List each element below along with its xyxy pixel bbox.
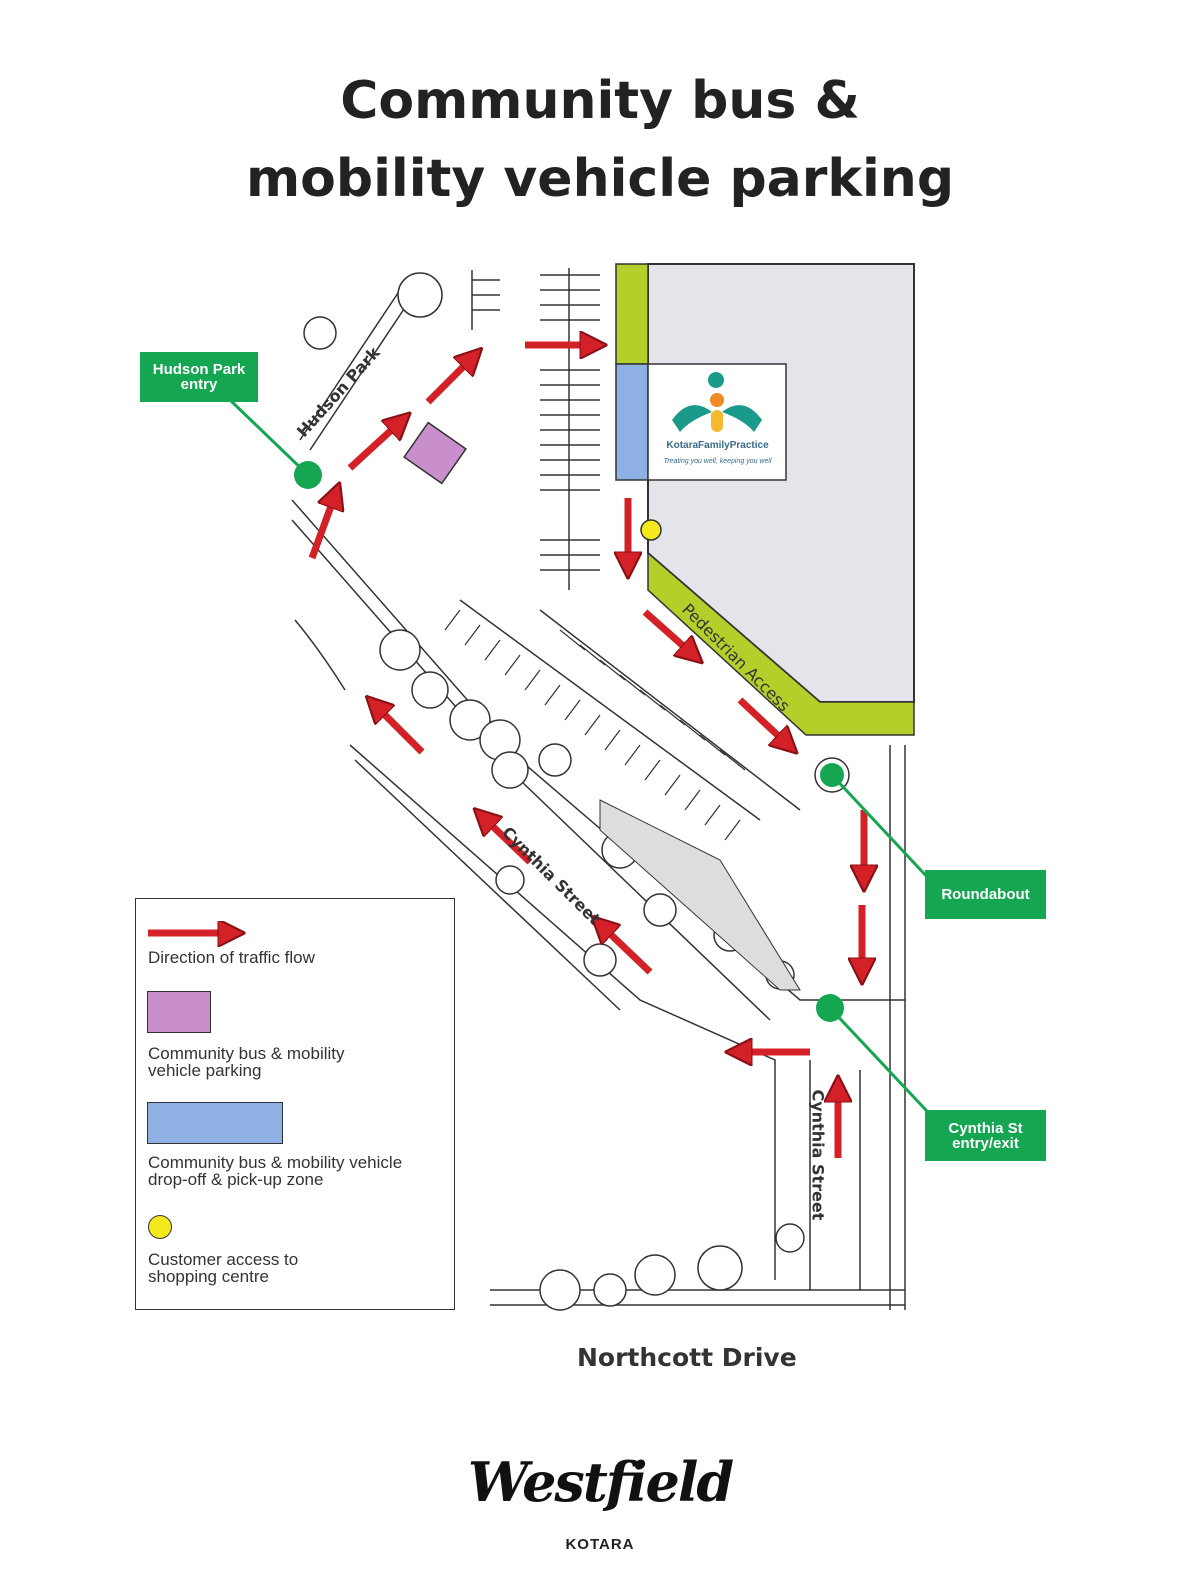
traffic-arrow <box>604 928 653 975</box>
pedestrian-access-zone <box>647 551 915 736</box>
tenant-tagline: Treating you well, keeping you well <box>663 458 772 465</box>
traffic-arrow <box>425 360 470 405</box>
traffic-arrow <box>308 498 334 560</box>
traffic-arrow <box>486 820 533 865</box>
legend-parking-swatch <box>147 991 211 1033</box>
shopping-centre-building <box>647 263 915 703</box>
traffic-arrow <box>737 697 785 742</box>
northcott-drive-label: Northcott Drive <box>577 1343 797 1372</box>
pedestrian-access-top <box>615 263 649 365</box>
callout-leaders <box>228 398 942 1127</box>
cynthia-entry-marker <box>816 994 844 1022</box>
dropoff-zone <box>615 363 649 481</box>
page-title: Community bus & mobility vehicle parking <box>0 62 1200 218</box>
hudson-entry-marker <box>294 461 322 489</box>
tenant-name: KotaraFamilyPractice <box>666 440 769 451</box>
legend-parking-label: Community bus & mobility vehicle parking <box>148 1044 345 1080</box>
traffic-arrows <box>308 345 864 1158</box>
kotara-family-practice-logo <box>672 372 762 432</box>
legend-dropoff-label: Community bus & mobility vehicle drop-of… <box>148 1153 403 1189</box>
legend-access-swatch <box>148 1215 172 1239</box>
callout-hudson-park-entry: Hudson Park entry <box>140 352 258 402</box>
legend-dropoff-swatch <box>147 1102 283 1144</box>
community-parking-bay <box>403 421 467 485</box>
title-line-2: mobility vehicle parking <box>245 149 955 209</box>
traffic-arrow <box>347 424 398 471</box>
callout-cynthia-entry-exit: Cynthia St entry/exit <box>925 1110 1046 1161</box>
customer-access-point <box>640 519 662 541</box>
trees <box>303 272 805 1311</box>
cynthia-street-vertical-label: Cynthia Street <box>808 1089 828 1221</box>
westfield-logo: Westfield <box>467 1450 734 1514</box>
legend: Direction of traffic flow Community bus … <box>135 898 455 1310</box>
traffic-arrow <box>378 708 425 755</box>
title-line-1: Community bus & <box>340 71 860 131</box>
legend-access-label: Customer access to shopping centre <box>148 1250 299 1286</box>
legend-arrow-icon <box>148 921 246 951</box>
callout-roundabout: Roundabout <box>925 870 1046 919</box>
westfield-location: KOTARA <box>565 1536 635 1553</box>
traffic-arrow <box>642 609 690 652</box>
median-island <box>599 799 801 991</box>
legend-traffic-label: Direction of traffic flow <box>148 948 315 967</box>
roundabout-marker <box>820 763 844 787</box>
angled-bays <box>444 609 746 841</box>
